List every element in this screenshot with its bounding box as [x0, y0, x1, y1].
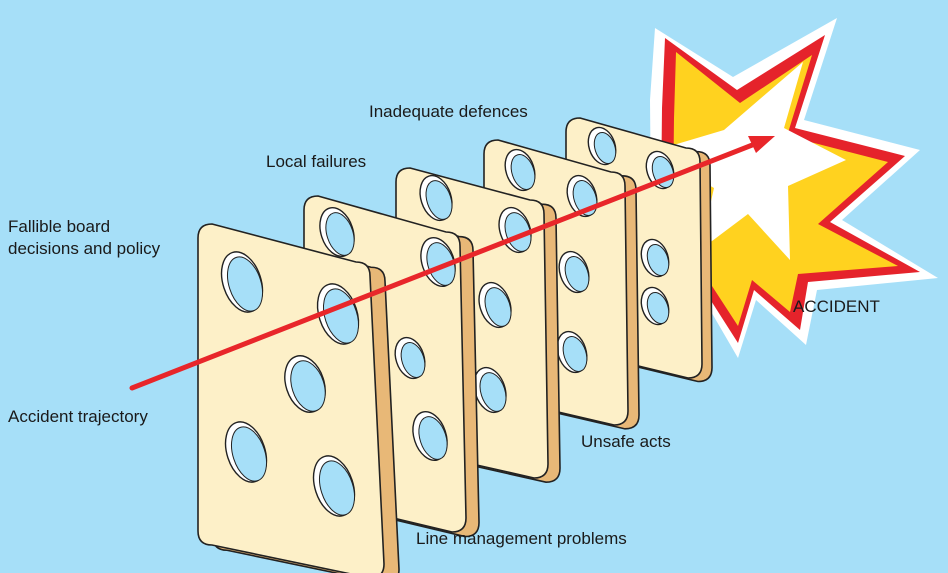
accident-trajectory-arrow	[129, 136, 775, 391]
trajectory-arrowhead	[748, 136, 775, 153]
label-inadequate-defences: Inadequate defences	[369, 102, 528, 121]
trajectory-line	[129, 137, 768, 391]
label-line-management: Line management problems	[416, 529, 627, 548]
label-local-failures: Local failures	[266, 152, 367, 171]
label-fallible-line2: decisions and policy	[8, 239, 161, 258]
accident-burst	[650, 18, 938, 358]
label-accident-trajectory: Accident trajectory	[8, 407, 148, 426]
cheese-slices	[197, 117, 713, 573]
burst-star-white	[650, 62, 846, 260]
label-fallible-line1: Fallible board	[8, 217, 111, 236]
slice-board-decisions	[197, 223, 400, 573]
label-unsafe-acts: Unsafe acts	[581, 432, 671, 451]
label-accident: ACCIDENT	[793, 297, 880, 316]
